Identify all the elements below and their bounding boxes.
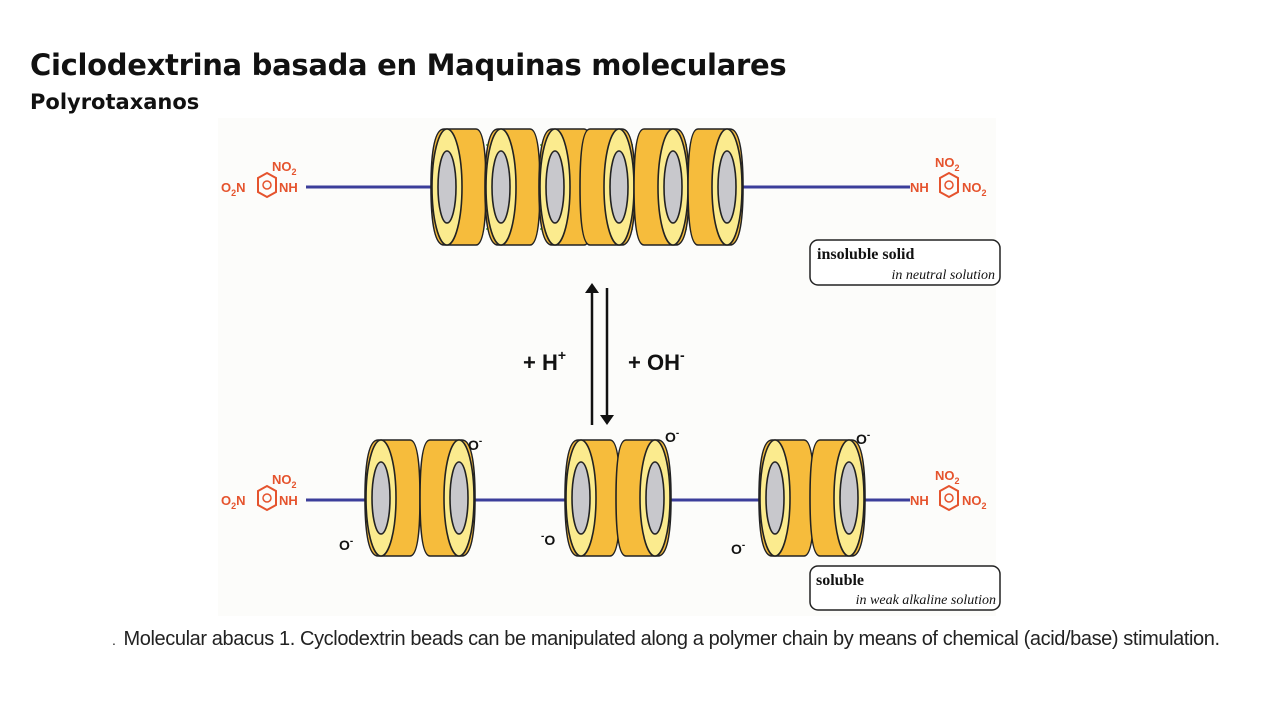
svg-text:in weak alkaline solution: in weak alkaline solution — [856, 593, 996, 608]
bottom-left-end-group: NO2 O2N NH — [221, 472, 298, 512]
bottom-bead-5 — [759, 440, 814, 556]
svg-text:NO2: NO2 — [272, 159, 297, 177]
svg-text:-O: -O — [541, 531, 555, 548]
svg-text:soluble: soluble — [816, 572, 864, 589]
bottom-rotaxane: O- O- O- O- -O O- NO2 O2N NH NH NO2 NO2 … — [221, 428, 1001, 611]
base-reagent: + OH- — [628, 347, 685, 375]
top-right-end-group: NH NO2 NO2 — [910, 155, 987, 199]
slide-subtitle: Polyrotaxanos — [30, 90, 200, 114]
bottom-bead-4 — [615, 439, 672, 557]
svg-text:NO2: NO2 — [272, 472, 297, 490]
acid-reagent: + H+ — [523, 347, 566, 375]
top-rotaxane: NO2 O2N NH NH NO2 NO2 insoluble solid in… — [221, 128, 1001, 286]
bottom-bead-6 — [809, 439, 866, 557]
svg-text:NH: NH — [279, 493, 298, 508]
svg-text:O-: O- — [665, 428, 679, 445]
caption-dot: . — [112, 632, 116, 648]
svg-text:O2N: O2N — [221, 180, 246, 198]
svg-text:NH: NH — [910, 180, 929, 195]
svg-text:O2N: O2N — [221, 493, 246, 511]
top-bead-5 — [633, 128, 690, 246]
bottom-bead-2 — [419, 439, 476, 557]
top-state-label: insoluble solid in neutral solution — [809, 239, 1001, 286]
figure-caption: . Molecular abacus 1. Cyclodextrin beads … — [112, 628, 1220, 651]
oxide-labels: O- O- O- O- -O O- — [339, 428, 870, 557]
svg-text:NO2: NO2 — [935, 155, 960, 173]
svg-text:O-: O- — [856, 430, 870, 447]
top-bead-6 — [687, 128, 744, 246]
top-bead-1 — [431, 129, 486, 245]
svg-text:in neutral solution: in neutral solution — [892, 268, 995, 283]
top-bead-4 — [579, 128, 636, 246]
svg-text:O-: O- — [731, 540, 745, 557]
bottom-bead-1 — [365, 440, 420, 556]
bottom-right-end-group: NH NO2 NO2 — [910, 468, 987, 512]
svg-text:O-: O- — [468, 436, 482, 453]
svg-text:NO2: NO2 — [935, 468, 960, 486]
caption-text: Molecular abacus 1. Cyclodextrin beads c… — [123, 628, 1221, 650]
svg-text:NO2: NO2 — [962, 180, 987, 198]
top-left-end-group: NO2 O2N NH — [221, 159, 298, 199]
svg-text:NO2: NO2 — [962, 493, 987, 511]
bottom-state-label: soluble in weak alkaline solution — [809, 565, 1001, 611]
svg-text:NH: NH — [279, 180, 298, 195]
top-bead-2 — [485, 129, 540, 245]
slide-title: Ciclodextrina basada en Maquinas molecul… — [30, 48, 787, 82]
svg-text:insoluble solid: insoluble solid — [817, 246, 914, 263]
svg-text:NH: NH — [910, 493, 929, 508]
bottom-bead-3 — [565, 440, 620, 556]
svg-text:O-: O- — [339, 536, 353, 553]
equilibrium-arrows: + H+ + OH- — [523, 283, 685, 425]
